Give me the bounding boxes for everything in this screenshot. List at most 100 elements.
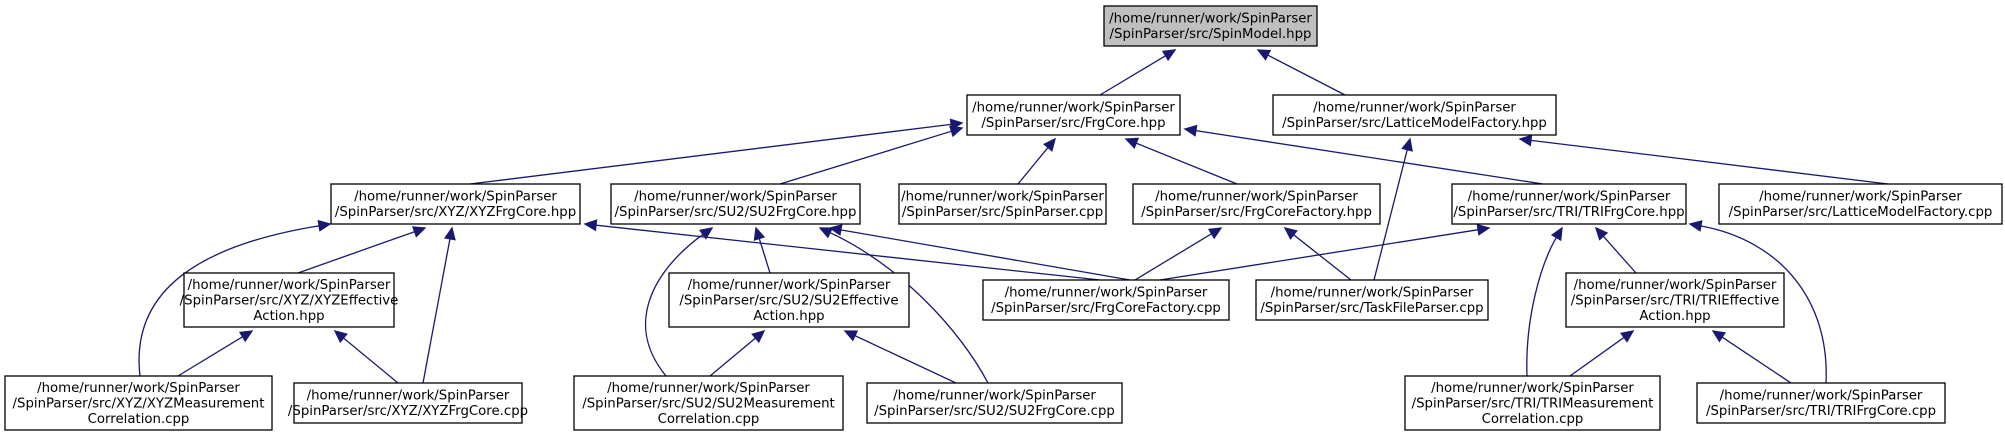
arrowhead [1043, 137, 1056, 152]
edge-line [342, 336, 399, 384]
node-label-line: /SpinParser/src/FrgCore.hpp [981, 116, 1165, 131]
node-box [330, 183, 581, 225]
node-label-line: /SpinParser/src/SU2/SU2Effective [679, 293, 898, 308]
node-box [610, 183, 861, 225]
node-box [1696, 382, 1946, 424]
edge-line [1159, 228, 1480, 281]
node-label-line: Action.hpp [753, 309, 824, 324]
edge-frgcorefactory_cpp-to-frgcorefactory_hpp [1134, 227, 1223, 281]
node-frgcore[interactable]: /home/runner/work/SpinParser/SpinParser/… [966, 94, 1181, 136]
node-trifrgcore_hpp[interactable]: /home/runner/work/SpinParser/SpinParser/… [1451, 183, 1687, 225]
edges-layer [138, 49, 1889, 384]
edge-line [1292, 233, 1352, 281]
edge-line [1526, 236, 1558, 377]
node-label-line: /SpinParser/src/SU2/SU2Measurement [582, 396, 835, 411]
node-box [293, 382, 523, 424]
node-label-line: Correlation.cpp [88, 412, 190, 427]
edge-trimeasure-to-trifrgcore_hpp [1526, 226, 1563, 377]
node-spinparser_cpp[interactable]: /home/runner/work/SpinParser/SpinParser/… [898, 183, 1107, 225]
arrowhead [1688, 220, 1703, 232]
node-su2frgcore_hpp[interactable]: /home/runner/work/SpinParser/SpinParser/… [610, 183, 861, 225]
edge-trifrgcore_cpp-to-trifrgcore_hpp [1688, 220, 1827, 384]
node-xyzmeasure[interactable]: /home/runner/work/SpinParser/SpinParser/… [4, 375, 273, 431]
node-trifrgcore_cpp[interactable]: /home/runner/work/SpinParser/SpinParser/… [1696, 382, 1946, 424]
arrowhead [1619, 330, 1635, 343]
edge-line [1134, 232, 1213, 281]
node-label-line: /SpinParser/src/TRI/TRIFrgCore.cpp [1706, 404, 1936, 419]
arrowhead [843, 330, 859, 342]
node-taskfileparser[interactable]: /home/runner/work/SpinParser/SpinParser/… [1255, 279, 1489, 321]
arrowhead [1207, 227, 1223, 240]
node-label-line: /home/runner/work/SpinParser [37, 381, 240, 396]
edge-spinparser_cpp-to-frgcore [1017, 137, 1056, 185]
node-latticefactory_hpp[interactable]: /home/runner/work/SpinParser/SpinParser/… [1272, 94, 1557, 136]
node-label-line: /home/runner/work/SpinParser [1005, 286, 1208, 301]
arrowhead [1476, 223, 1491, 236]
edge-trifrgcore_cpp-to-trieffective [1711, 330, 1792, 384]
edge-line [138, 224, 321, 377]
arrowhead [828, 224, 843, 236]
node-label-line: /home/runner/work/SpinParser [188, 278, 391, 293]
edge-xyzfrgcore_hpp-to-frgcore [469, 118, 964, 185]
edge-line [1720, 336, 1792, 384]
edge-line [1017, 146, 1050, 185]
arrowhead [1256, 49, 1272, 61]
node-label-line: /SpinParser/src/SpinParser.cpp [902, 205, 1103, 220]
node-box [982, 279, 1230, 321]
edge-latticefactory_cpp-to-latticefactory_hpp [1518, 134, 1889, 185]
edge-su2measure-to-su2effective [709, 329, 766, 377]
edge-xyzmeasure-to-xyzfrgcore_hpp [138, 219, 332, 377]
node-label-line: /home/runner/work/SpinParser [307, 389, 510, 404]
node-box [573, 375, 844, 431]
node-spinmodel[interactable]: /home/runner/work/SpinParser/SpinParser/… [1103, 5, 1318, 47]
arrowhead [818, 227, 834, 239]
node-trieffective[interactable]: /home/runner/work/SpinParser/SpinParser/… [1565, 272, 1785, 328]
edge-su2frgcore_hpp-to-frgcore [779, 125, 964, 185]
node-latticefactory_cpp[interactable]: /home/runner/work/SpinParser/SpinParser/… [1718, 183, 2003, 225]
arrowhead [583, 219, 598, 232]
arrowhead [753, 226, 766, 241]
edge-frgcore-to-spinmodel [1099, 49, 1177, 96]
node-label-line: /SpinParser/src/SpinModel.hpp [1110, 27, 1312, 42]
node-label-line: Action.hpp [253, 309, 324, 324]
node-label-line: /home/runner/work/SpinParser [1720, 389, 1923, 404]
node-box [1255, 279, 1489, 321]
edge-line [1569, 336, 1626, 377]
node-xyzfrgcore_hpp[interactable]: /home/runner/work/SpinParser/SpinParser/… [330, 183, 581, 225]
edge-line [779, 130, 953, 185]
edge-line [1699, 225, 1827, 384]
edge-line [1099, 54, 1167, 96]
node-xyzeffective[interactable]: /home/runner/work/SpinParser/SpinParser/… [180, 272, 399, 328]
node-label-line: /home/runner/work/SpinParser [634, 190, 837, 205]
arrowhead [1711, 330, 1726, 343]
node-label-line: /SpinParser/src/XYZ/XYZEffective [180, 293, 399, 308]
arrowhead [1161, 49, 1177, 62]
edge-su2measure-to-su2frgcore_hpp [645, 227, 714, 377]
edge-line [1529, 139, 1889, 185]
node-su2frgcore_cpp[interactable]: /home/runner/work/SpinParser/SpinParser/… [866, 382, 1123, 424]
edge-line [177, 335, 244, 377]
node-label-line: /home/runner/work/SpinParser [688, 278, 891, 293]
node-su2effective[interactable]: /home/runner/work/SpinParser/SpinParser/… [668, 272, 910, 328]
nodes-layer: /home/runner/work/SpinParser/SpinParser/… [4, 5, 2003, 431]
node-box [668, 272, 910, 328]
edge-frgcorefactory_cpp-to-su2frgcore_hpp [828, 224, 1131, 281]
edge-trieffective-to-trifrgcore_hpp [1594, 226, 1637, 274]
node-su2measure[interactable]: /home/runner/work/SpinParser/SpinParser/… [573, 375, 844, 431]
node-label-line: /home/runner/work/SpinParser [1468, 190, 1671, 205]
node-box [966, 94, 1181, 136]
edge-frgcorefactory_cpp-to-xyzfrgcore_hpp [583, 219, 1101, 281]
node-label-line: /home/runner/work/SpinParser [1574, 278, 1777, 293]
arrowhead [1518, 134, 1533, 147]
node-label-line: /home/runner/work/SpinParser [607, 381, 810, 396]
arrowhead [1283, 227, 1298, 240]
node-frgcorefactory_hpp[interactable]: /home/runner/work/SpinParser/SpinParser/… [1132, 183, 1381, 225]
node-label-line: /home/runner/work/SpinParser [1759, 190, 1962, 205]
node-trimeasure[interactable]: /home/runner/work/SpinParser/SpinParser/… [1404, 375, 1661, 431]
node-frgcorefactory_cpp[interactable]: /home/runner/work/SpinParser/SpinParser/… [982, 279, 1230, 321]
edge-frgcorefactory_hpp-to-frgcore [1124, 137, 1238, 185]
node-box [1132, 183, 1381, 225]
node-label-line: /SpinParser/src/LatticeModelFactory.cpp [1729, 205, 1993, 220]
arrowhead [1124, 137, 1140, 149]
node-xyzfrgcore_cpp[interactable]: /home/runner/work/SpinParser/SpinParser/… [288, 382, 528, 424]
